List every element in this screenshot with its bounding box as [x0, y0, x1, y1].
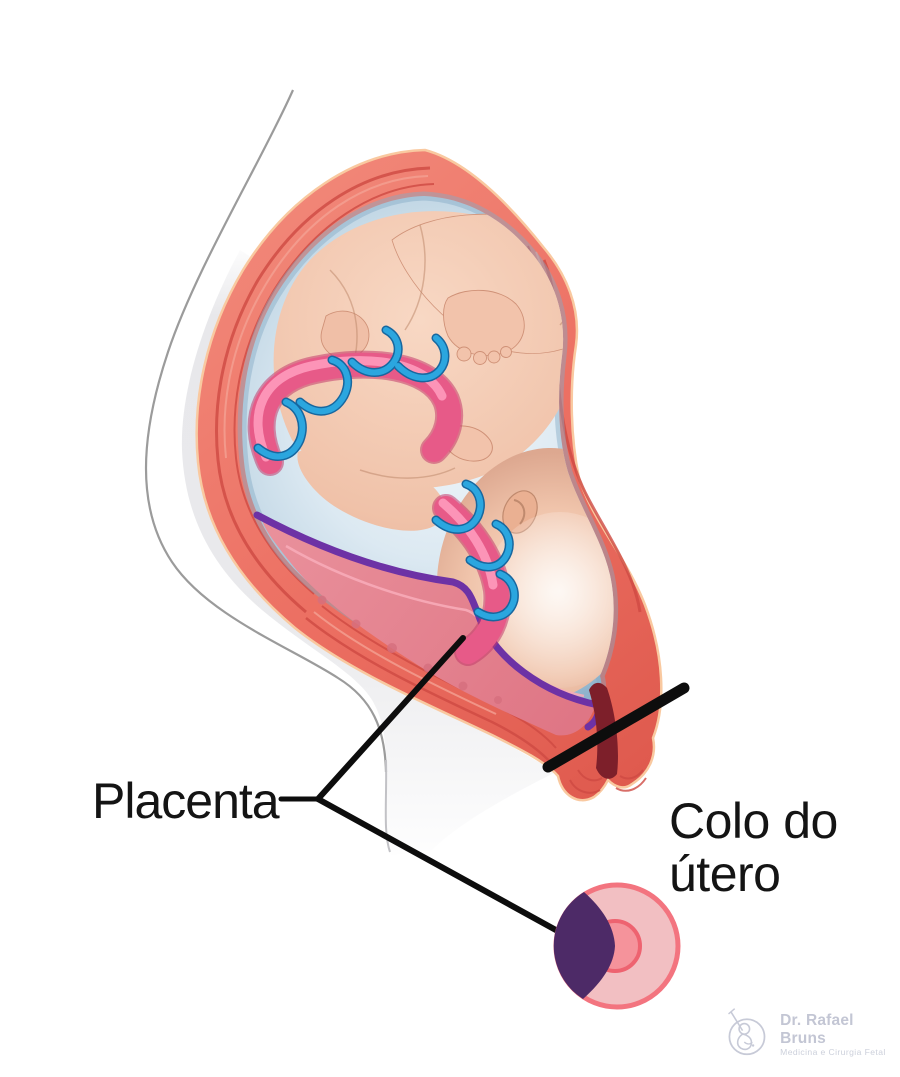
body-silhouette-outline — [144, 89, 388, 773]
fetus — [247, 211, 614, 712]
placenta-pointer-to-closeup — [315, 796, 577, 943]
placenta-label: Placenta — [92, 773, 280, 829]
fetus-arm — [297, 446, 445, 531]
body-silhouette-outline-tail — [384, 759, 391, 853]
fetus-logo-icon — [728, 1008, 766, 1056]
placenta-pointer-lines — [278, 635, 577, 943]
watermark: Dr. Rafael Bruns Medicina e Cirurgia Fet… — [718, 1006, 900, 1064]
watermark-subtitle: Medicina e Cirurgia Fetal — [780, 1046, 886, 1057]
cervix-closeup-placenta-crescent — [553, 892, 615, 999]
cervix-label: Colo do útero — [669, 793, 838, 902]
body-silhouette — [144, 89, 556, 855]
placenta-villi — [317, 595, 502, 704]
umbilical-cord-lower — [431, 479, 519, 666]
cervix-marker-line — [542, 682, 690, 773]
placenta-pointer-to-uterus — [315, 635, 466, 802]
cervix-closeup — [553, 882, 681, 1010]
umbilical-cord-loop — [247, 325, 464, 476]
watermark-title: Dr. Rafael Bruns — [780, 1012, 854, 1048]
fetus-head-highlight — [482, 512, 614, 688]
fetus-foot-right — [443, 289, 525, 365]
placenta-body — [262, 520, 596, 736]
fetus-ear-fold — [513, 499, 526, 525]
body-silhouette-fill — [181, 250, 556, 855]
